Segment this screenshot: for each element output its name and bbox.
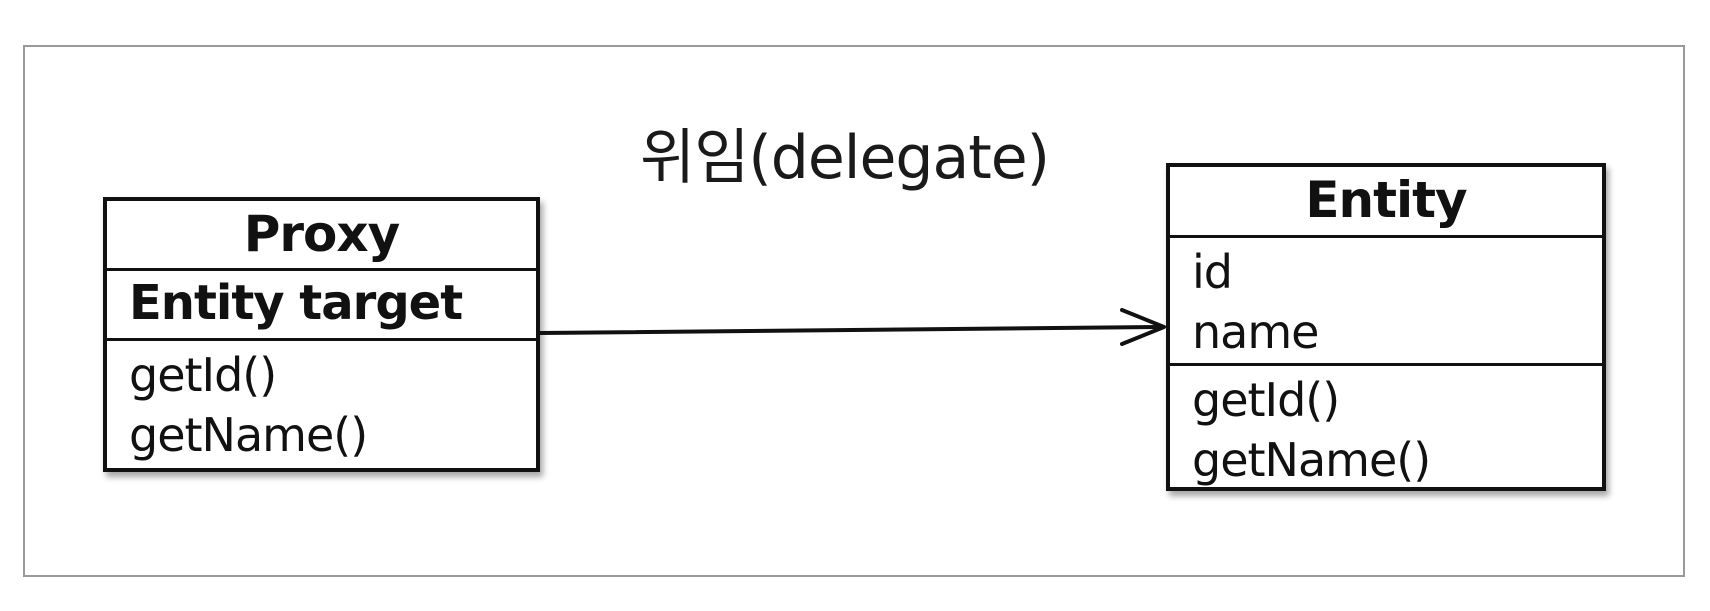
entity-attribute-id: id <box>1192 245 1233 299</box>
entity-class-name: Entity <box>1170 167 1602 238</box>
entity-attributes: id name <box>1170 238 1602 366</box>
entity-class-box: Entity id name getId() getName() <box>1166 163 1606 491</box>
entity-operations: getId() getName() <box>1170 366 1602 490</box>
proxy-class-name: Proxy <box>107 201 536 271</box>
proxy-operations: getId() getName() <box>107 341 536 465</box>
proxy-attribute-target: Entity target <box>129 275 463 331</box>
entity-operation-getname: getName() <box>1192 433 1431 487</box>
proxy-class-box: Proxy Entity target getId() getName() <box>103 197 540 472</box>
entity-attribute-name: name <box>1192 305 1319 359</box>
delegation-label: 위임(delegate) <box>640 123 1050 193</box>
proxy-attributes: Entity target <box>107 271 536 341</box>
proxy-operation-getname: getName() <box>129 408 368 462</box>
entity-operation-getid: getId() <box>1192 373 1340 427</box>
proxy-operation-getid: getId() <box>129 348 277 402</box>
